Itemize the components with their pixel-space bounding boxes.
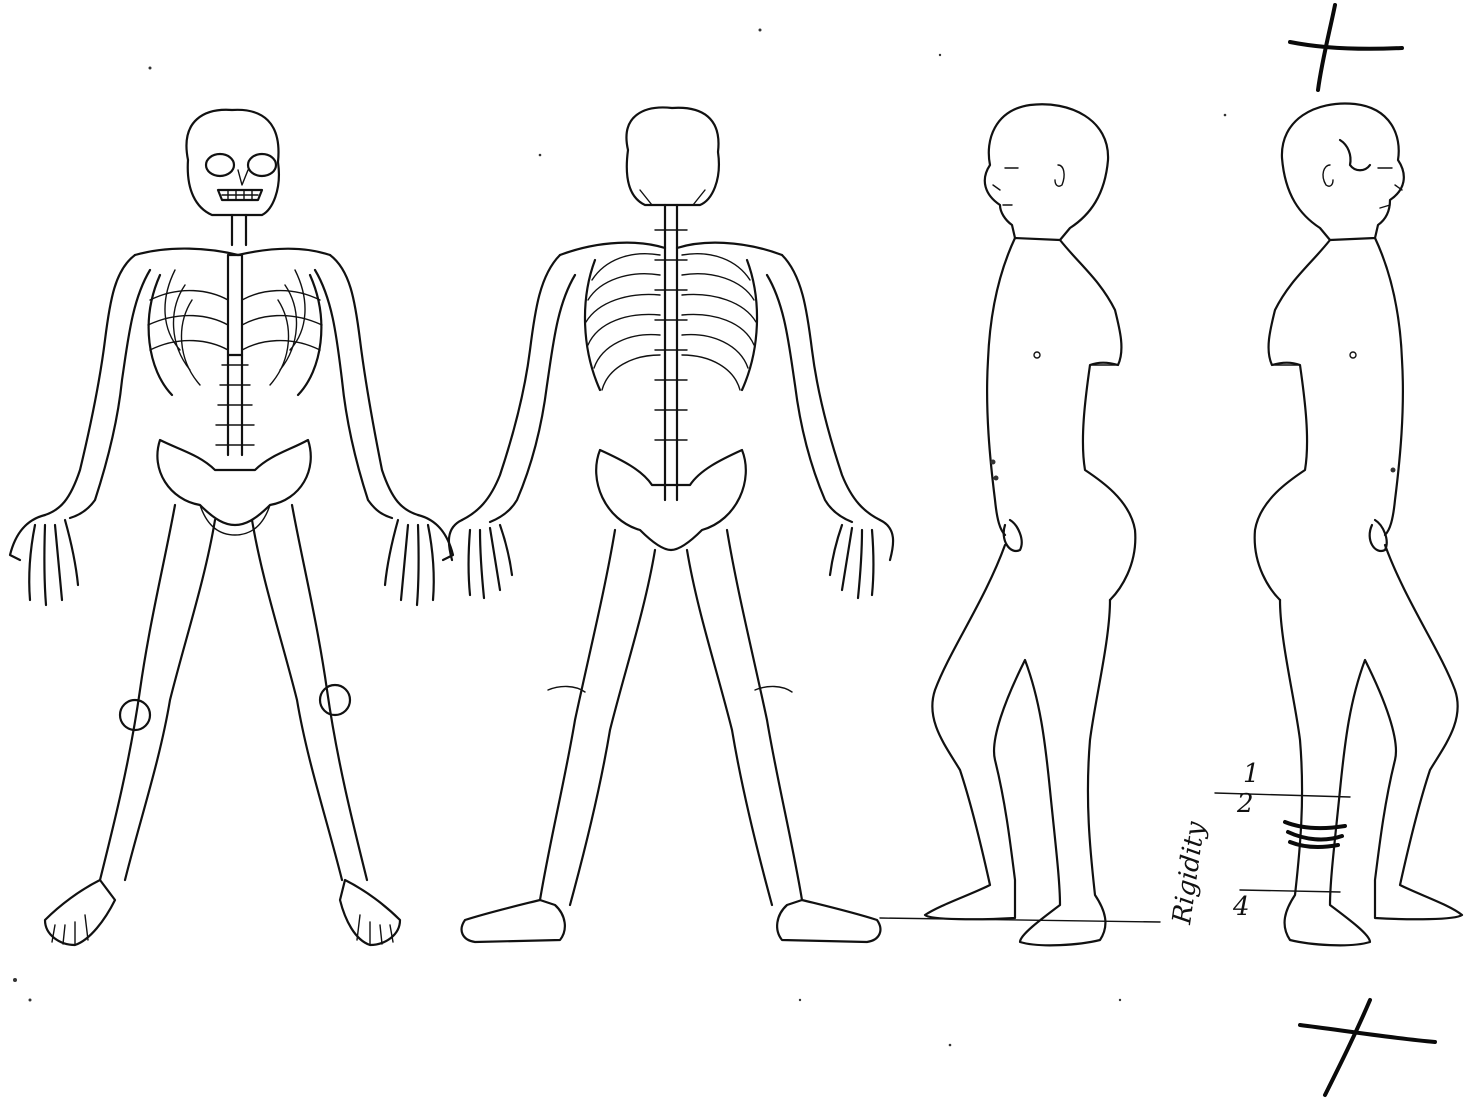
measure-line-lower — [1240, 890, 1340, 892]
pelvis-front — [157, 440, 310, 525]
pelvis-back — [596, 450, 746, 550]
rib-cage-back — [585, 254, 757, 390]
ground-line — [880, 918, 1160, 922]
legs-front — [100, 505, 367, 880]
skull-front — [186, 110, 278, 215]
feet-back — [462, 900, 881, 942]
skeleton-posterior — [449, 107, 893, 942]
shoulders-back — [560, 243, 782, 255]
legs-back — [540, 530, 802, 905]
spine-back — [665, 205, 677, 500]
lumbar-spine — [216, 355, 254, 455]
head-left — [985, 104, 1108, 240]
cross-mark-top — [1290, 5, 1402, 90]
mark-lower-number: 4 — [1232, 892, 1250, 922]
torso-right — [1255, 238, 1403, 600]
arms-front — [45, 255, 418, 518]
arms-back — [462, 255, 880, 522]
legs-left — [925, 545, 1110, 945]
genital-left — [1004, 520, 1022, 551]
measure-line-upper — [1215, 793, 1350, 797]
annotations: 1 2 4 Rigidity — [1167, 5, 1435, 1095]
cervical-spine — [232, 215, 246, 245]
skeleton-anterior — [10, 110, 453, 945]
cross-mark-bottom — [1300, 1000, 1435, 1095]
mark-upper-number: 1 — [1243, 759, 1260, 789]
torso-left — [987, 238, 1135, 600]
mark-upper-fraction: 2 — [1236, 789, 1254, 819]
paper-specks — [13, 29, 1226, 1047]
head-right — [1282, 103, 1404, 240]
feet-front — [45, 880, 400, 945]
body-left-lateral — [925, 104, 1135, 945]
hands-back — [449, 520, 893, 598]
handwritten-note: Rigidity — [1167, 820, 1211, 927]
legs-right — [1280, 545, 1462, 945]
rib-cage-front — [148, 255, 322, 395]
body-right-lateral — [1215, 103, 1462, 945]
hands-front — [10, 515, 453, 605]
scalp-laceration — [1340, 140, 1370, 170]
